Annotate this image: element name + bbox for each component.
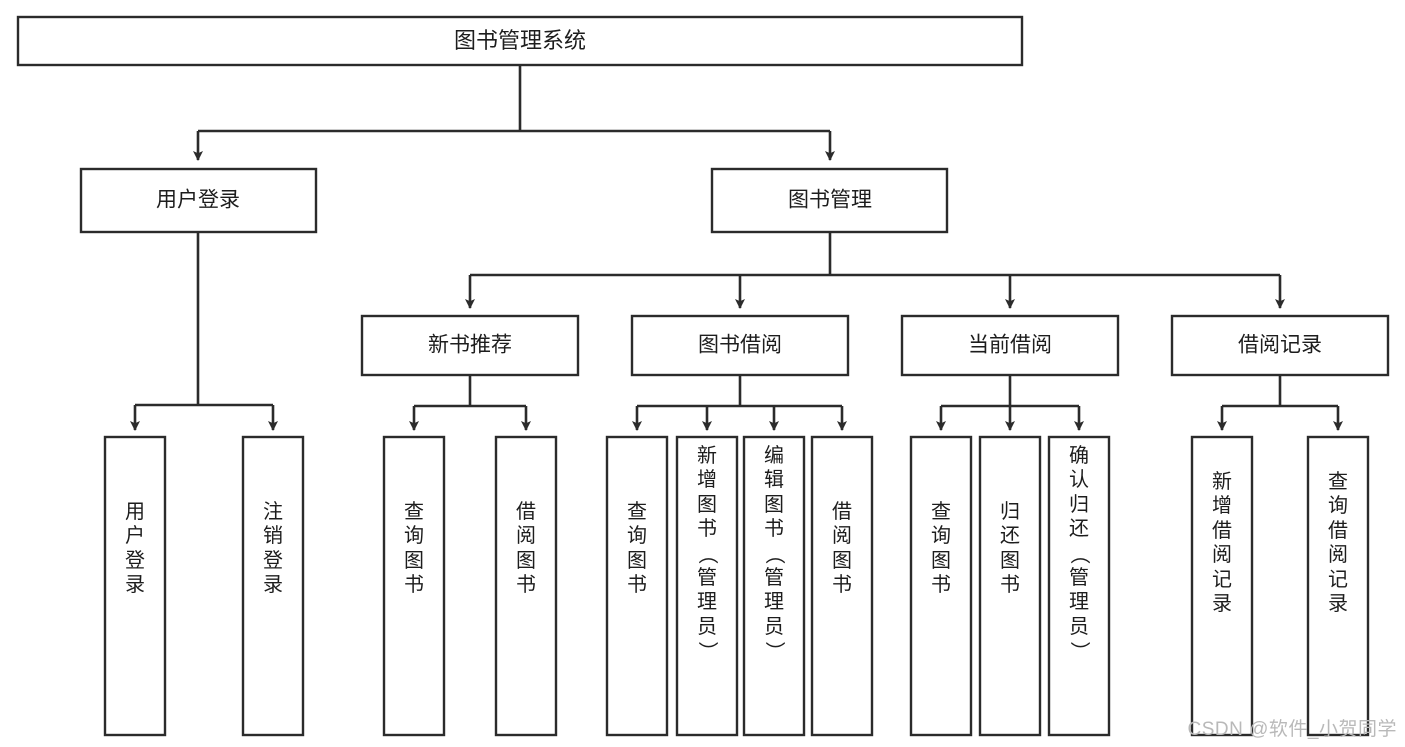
node-new-book-recommend-label: 新书推荐 [428,334,512,357]
leaf-box-logout-login[interactable] [241,435,305,737]
leaf-box-query-book-2[interactable] [605,435,669,737]
connector-root-to-level2 [193,65,835,161]
leaf-box-edit-book[interactable] [742,435,806,737]
node-book-management-label: 图书管理 [788,189,872,212]
node-new-book-recommend[interactable]: 新书推荐 [360,314,580,377]
node-current-borrow[interactable]: 当前借阅 [900,314,1120,377]
node-user-login-label: 用户登录 [156,189,240,212]
node-book-borrow-label: 图书借阅 [698,334,782,357]
leaf-box-add-record[interactable] [1190,435,1254,737]
node-borrow-record[interactable]: 借阅记录 [1170,314,1390,377]
node-book-borrow[interactable]: 图书借阅 [630,314,850,377]
connector-bookborrow-to-leaves [632,375,847,431]
connector-userlogin-to-leaves [130,232,278,431]
leaf-box-user-login[interactable] [103,435,167,737]
connector-currentborrow-to-leaves [936,375,1084,431]
node-user-login[interactable]: 用户登录 [79,167,318,234]
leaf-box-add-book[interactable] [675,435,739,737]
leaf-box-return-book[interactable] [978,435,1042,737]
leaf-box-borrow-book-2[interactable] [810,435,874,737]
leaf-box-confirm-return[interactable] [1047,435,1111,737]
node-current-borrow-label: 当前借阅 [968,334,1052,357]
node-root-label: 图书管理系统 [454,28,586,53]
connector-newbook-to-leaves [409,375,531,431]
connector-bookmgmt-to-level3 [465,232,1285,309]
node-borrow-record-label: 借阅记录 [1238,334,1322,357]
leaf-box-query-book-3[interactable] [909,435,973,737]
leaf-box-query-book-1[interactable] [382,435,446,737]
connector-borrowrecord-to-leaves [1217,375,1343,431]
node-book-management[interactable]: 图书管理 [710,167,949,234]
node-root[interactable]: 图书管理系统 [16,15,1024,67]
csdn-watermark: CSDN @软件_小贺同学 [1187,719,1397,740]
leaf-box-borrow-book-1[interactable] [494,435,558,737]
leaf-box-query-record[interactable] [1306,435,1370,737]
